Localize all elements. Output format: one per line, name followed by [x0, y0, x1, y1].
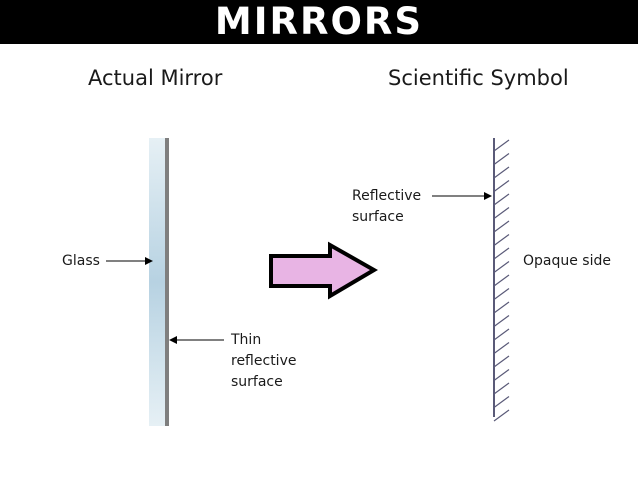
thin-reflective-layer	[165, 138, 169, 426]
hatch-mark	[493, 247, 510, 260]
hatch-mark	[493, 274, 510, 287]
thin-surface-label: Thin reflective surface	[231, 330, 296, 393]
hatch-mark	[493, 166, 510, 179]
thin-surface-label-line1: Thin	[231, 332, 262, 348]
hatch-mark	[493, 193, 510, 206]
hatch-mark	[493, 328, 510, 341]
scientific-symbol-heading: Scientific Symbol	[388, 66, 569, 90]
hatch-mark	[493, 139, 510, 152]
opaque-side-label: Opaque side	[523, 253, 611, 269]
reflective-surface-label-line1: Reflective	[352, 188, 422, 204]
glass-pane	[149, 138, 166, 426]
right-block-arrow-icon	[269, 241, 378, 300]
hatch-mark	[493, 315, 510, 327]
glass-label: Glass	[62, 253, 100, 269]
hatch-mark	[493, 382, 510, 395]
hatch-mark	[493, 369, 510, 381]
hatch-mark	[493, 409, 510, 422]
hatch-mark	[493, 234, 510, 246]
hatch-mark	[493, 153, 510, 165]
actual-mirror-heading: Actual Mirror	[88, 66, 223, 90]
hatch-mark	[493, 301, 510, 314]
hatch-mark	[493, 207, 510, 219]
reflective-surface-label-line2: surface	[352, 209, 404, 225]
hatch-mark	[493, 180, 510, 192]
title-bar: MIRRORS	[0, 0, 638, 44]
hatch-mark	[493, 342, 510, 354]
thin-surface-label-line2: reflective	[231, 353, 297, 369]
hatch-mark	[493, 261, 510, 273]
hatch-mark	[493, 288, 510, 300]
hatch-mark	[493, 220, 510, 233]
thin-surface-label-line3: surface	[231, 374, 283, 390]
slide-title: MIRRORS	[214, 0, 424, 43]
hatch-mark	[493, 396, 510, 408]
mirror-symbol	[493, 138, 510, 422]
hatch-mark	[493, 355, 510, 368]
reflective-surface-label: Reflective surface	[352, 186, 421, 228]
